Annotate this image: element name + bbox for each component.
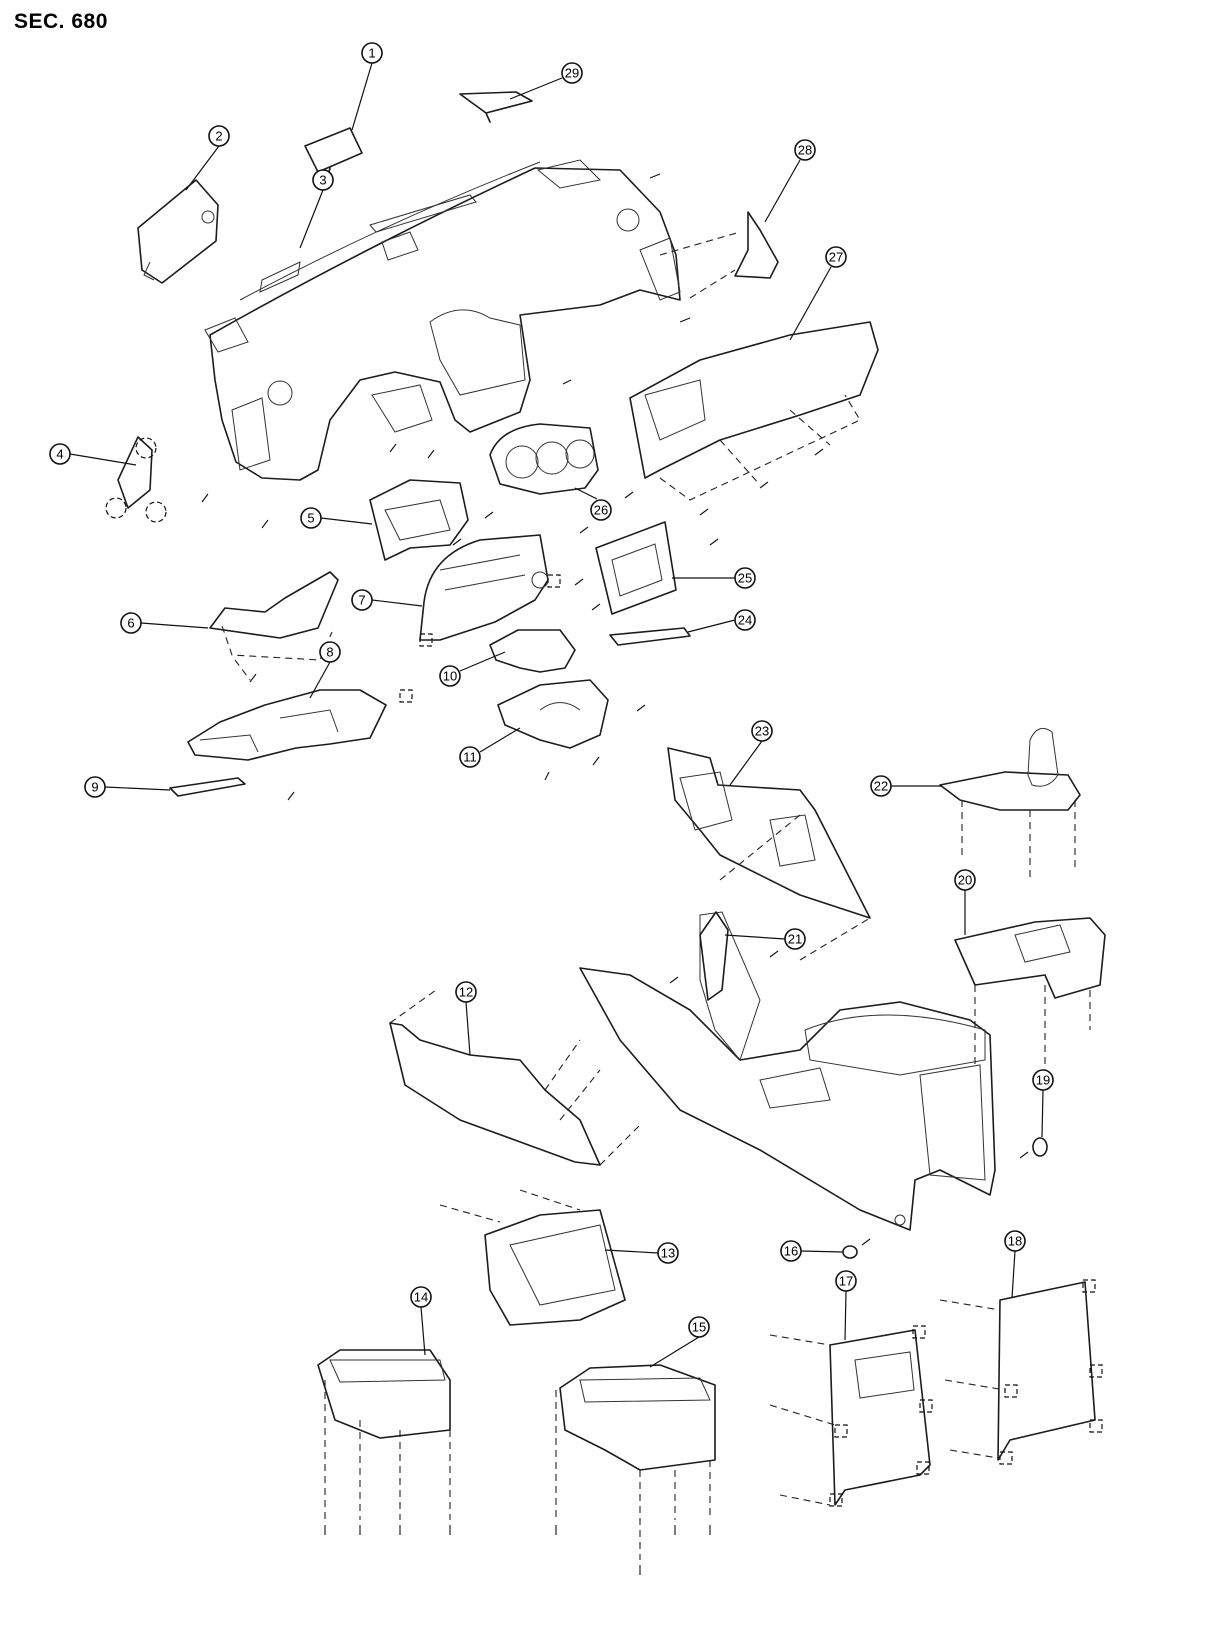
callout-circle-23: [751, 720, 773, 742]
callout-circle-7: [351, 589, 373, 611]
callout-label-8: 8: [326, 645, 333, 660]
callout-circle-17: [835, 1270, 857, 1292]
callout-circle-10: [439, 665, 461, 687]
callout-label-4: 4: [56, 447, 63, 462]
callout-label-3: 3: [319, 173, 326, 188]
callout-label-9: 9: [91, 780, 98, 795]
callout-circle-12: [455, 981, 477, 1003]
callout-label-14: 14: [414, 1290, 428, 1305]
callout-label-19: 19: [1036, 1073, 1050, 1088]
callout-circle-16: [780, 1240, 802, 1262]
callout-label-24: 24: [738, 613, 752, 628]
callout-circle-5: [300, 507, 322, 529]
callout-circle-18: [1004, 1230, 1026, 1252]
callout-label-21: 21: [788, 932, 802, 947]
callout-circle-1: [361, 42, 383, 64]
instrument-panel-parts: [105, 91, 879, 797]
callout-label-10: 10: [443, 669, 457, 684]
callout-circle-13: [657, 1242, 679, 1264]
callout-circle-21: [784, 928, 806, 950]
callout-label-29: 29: [565, 66, 579, 81]
center-console-parts: [317, 727, 1106, 1560]
section-title: SEC. 680: [14, 10, 108, 33]
callout-circle-28: [794, 139, 816, 161]
callout-circle-27: [825, 246, 847, 268]
callout-circle-26: [590, 499, 612, 521]
callout-label-27: 27: [829, 250, 843, 265]
callout-circle-14: [410, 1286, 432, 1308]
callout-label-23: 23: [755, 724, 769, 739]
callout-circle-15: [688, 1316, 710, 1338]
callout-circle-6: [120, 612, 142, 634]
callout-label-1: 1: [368, 46, 375, 61]
callout-label-17: 17: [839, 1274, 853, 1289]
callout-circle-9: [84, 776, 106, 798]
callout-label-18: 18: [1008, 1234, 1022, 1249]
callout-circle-2: [208, 125, 230, 147]
callout-circle-29: [561, 62, 583, 84]
callout-label-20: 20: [958, 873, 972, 888]
callout-label-22: 22: [874, 779, 888, 794]
callout-circle-19: [1032, 1069, 1054, 1091]
callout-label-28: 28: [798, 143, 812, 158]
callout-labels: 1 2 3 4 5 6 7 8 9 10 11 12: [49, 42, 1054, 1368]
callout-circle-8: [319, 641, 341, 663]
callout-label-7: 7: [358, 593, 365, 608]
callout-label-15: 15: [692, 1320, 706, 1335]
callout-circle-3: [312, 169, 334, 191]
callout-circle-20: [954, 869, 976, 891]
callout-label-6: 6: [127, 616, 134, 631]
callout-circle-22: [870, 775, 892, 797]
fastener-screws: [201, 173, 1029, 1575]
callout-label-25: 25: [738, 571, 752, 586]
callout-circle-24: [734, 609, 756, 631]
callout-circle-4: [49, 443, 71, 465]
callout-label-26: 26: [594, 503, 608, 518]
callout-label-11: 11: [463, 750, 477, 765]
callout-label-13: 13: [661, 1246, 675, 1261]
callout-label-5: 5: [307, 511, 314, 526]
callout-label-12: 12: [459, 985, 473, 1000]
callout-label-16: 16: [784, 1244, 798, 1259]
callout-circle-11: [459, 746, 481, 768]
callout-label-2: 2: [215, 129, 222, 144]
callout-circle-25: [734, 567, 756, 589]
